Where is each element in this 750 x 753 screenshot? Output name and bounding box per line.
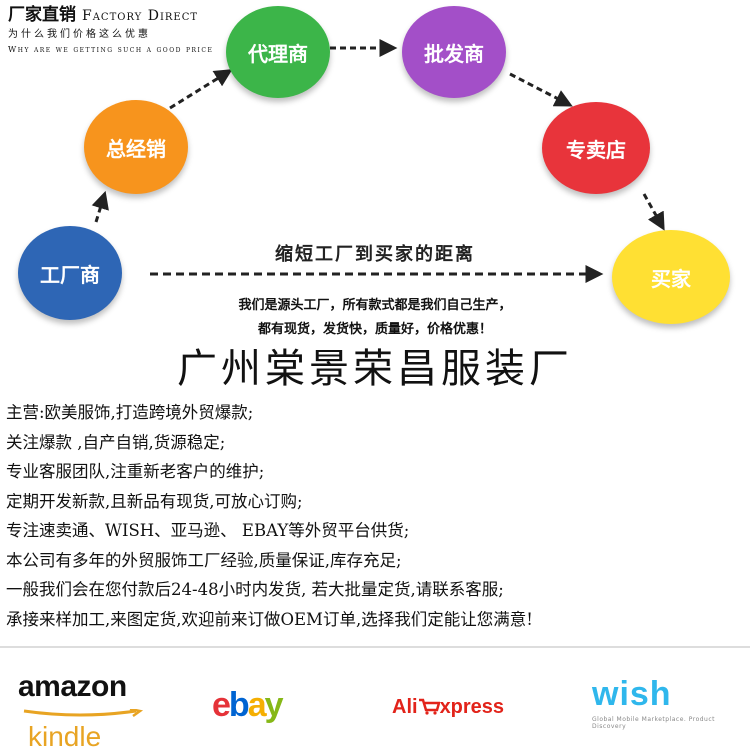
header-title-en: Factory Direct (82, 8, 199, 24)
arrow-distributor-to-agent (169, 69, 233, 110)
ebay-letter: e (212, 686, 231, 724)
aliexpress-suffix: xpress (439, 696, 505, 718)
header-title: 厂家直销 Factory Direct (8, 4, 213, 27)
ebay-logo: ebay (212, 686, 284, 725)
wish-wordmark: wish (592, 675, 672, 713)
flow-arrows (91, 39, 665, 283)
feature-item: 定期开发新款,且新品有现货,可放心订购; (6, 491, 303, 511)
aliexpress-prefix: Ali (392, 696, 418, 718)
feature-item: 专业客服团队,注重新老客户的维护; (6, 462, 265, 481)
arrow-store-to-buyer (642, 193, 665, 231)
slogan-line-1: 我们是源头工厂，所有款式都是我们自己生产， (238, 298, 512, 313)
amazon-wordmark: amazon (18, 670, 127, 703)
feature-item: 关注爆款 ,自产自销,货源稳定; (6, 432, 226, 452)
feature-item: 承接来样加工,来图定货,欢迎前来订做OEM订单,选择我们定能让您满意! (6, 609, 533, 629)
aliexpress-logo: Ali xpress (392, 696, 504, 719)
wish-logo: wish Global Mobile Marketplace. Product … (592, 676, 750, 730)
node-factory: 工厂商 (18, 226, 122, 320)
wish-tagline: Global Mobile Marketplace. Product Disco… (592, 716, 715, 730)
arrow-wholesaler-to-store (509, 72, 573, 107)
slogan-line-2: 都有现货，发货快，质量好，价格优惠！ (257, 322, 492, 337)
header-title-cn: 厂家直销 (8, 5, 76, 25)
header-subtitle-cn: 为什么我们价格这么优惠 (8, 29, 151, 40)
amazon-smile-icon (23, 707, 144, 718)
kindle-wordmark: kindle (28, 721, 102, 752)
node-wholesaler: 批发商 (402, 6, 506, 98)
ebay-letter: a (247, 686, 267, 724)
factory-name: 广州棠景荣昌服装厂 (177, 346, 573, 392)
tagline: 缩短工厂到买家的距离 (275, 244, 475, 265)
header-subtitle-en: Why are we getting such a good price (8, 45, 214, 54)
header: 厂家直销 Factory Direct 为什么我们价格这么优惠 Why are w… (8, 4, 213, 57)
ebay-letter: y (264, 686, 284, 724)
feature-item: 主营:欧美服饰,打造跨境外贸爆款; (6, 403, 254, 422)
feature-item: 专注速卖通、WISH、亚马逊、 EBAY等外贸平台供货; (6, 521, 410, 540)
divider (0, 646, 750, 648)
feature-item: 本公司有多年的外贸服饰工厂经验,质量保证,库存充足; (6, 550, 402, 570)
node-agent: 代理商 (226, 6, 330, 98)
node-store: 专卖店 (542, 102, 650, 194)
ebay-letter: b (228, 686, 250, 724)
node-buyer: 买家 (612, 230, 730, 324)
feature-list: 主营:欧美服饰,打造跨境外贸爆款; 关注爆款 ,自产自销,货源稳定; 专业客服团… (6, 398, 746, 634)
feature-item: 一般我们会在您付款后24-48小时内发货, 若大批量定货,请联系客服; (6, 580, 504, 599)
arrow-factory-to-distributor (91, 190, 109, 223)
amazon-kindle-logo: amazon kindle (18, 672, 150, 753)
cart-icon (418, 698, 441, 715)
node-distributor: 总经销 (84, 100, 188, 194)
